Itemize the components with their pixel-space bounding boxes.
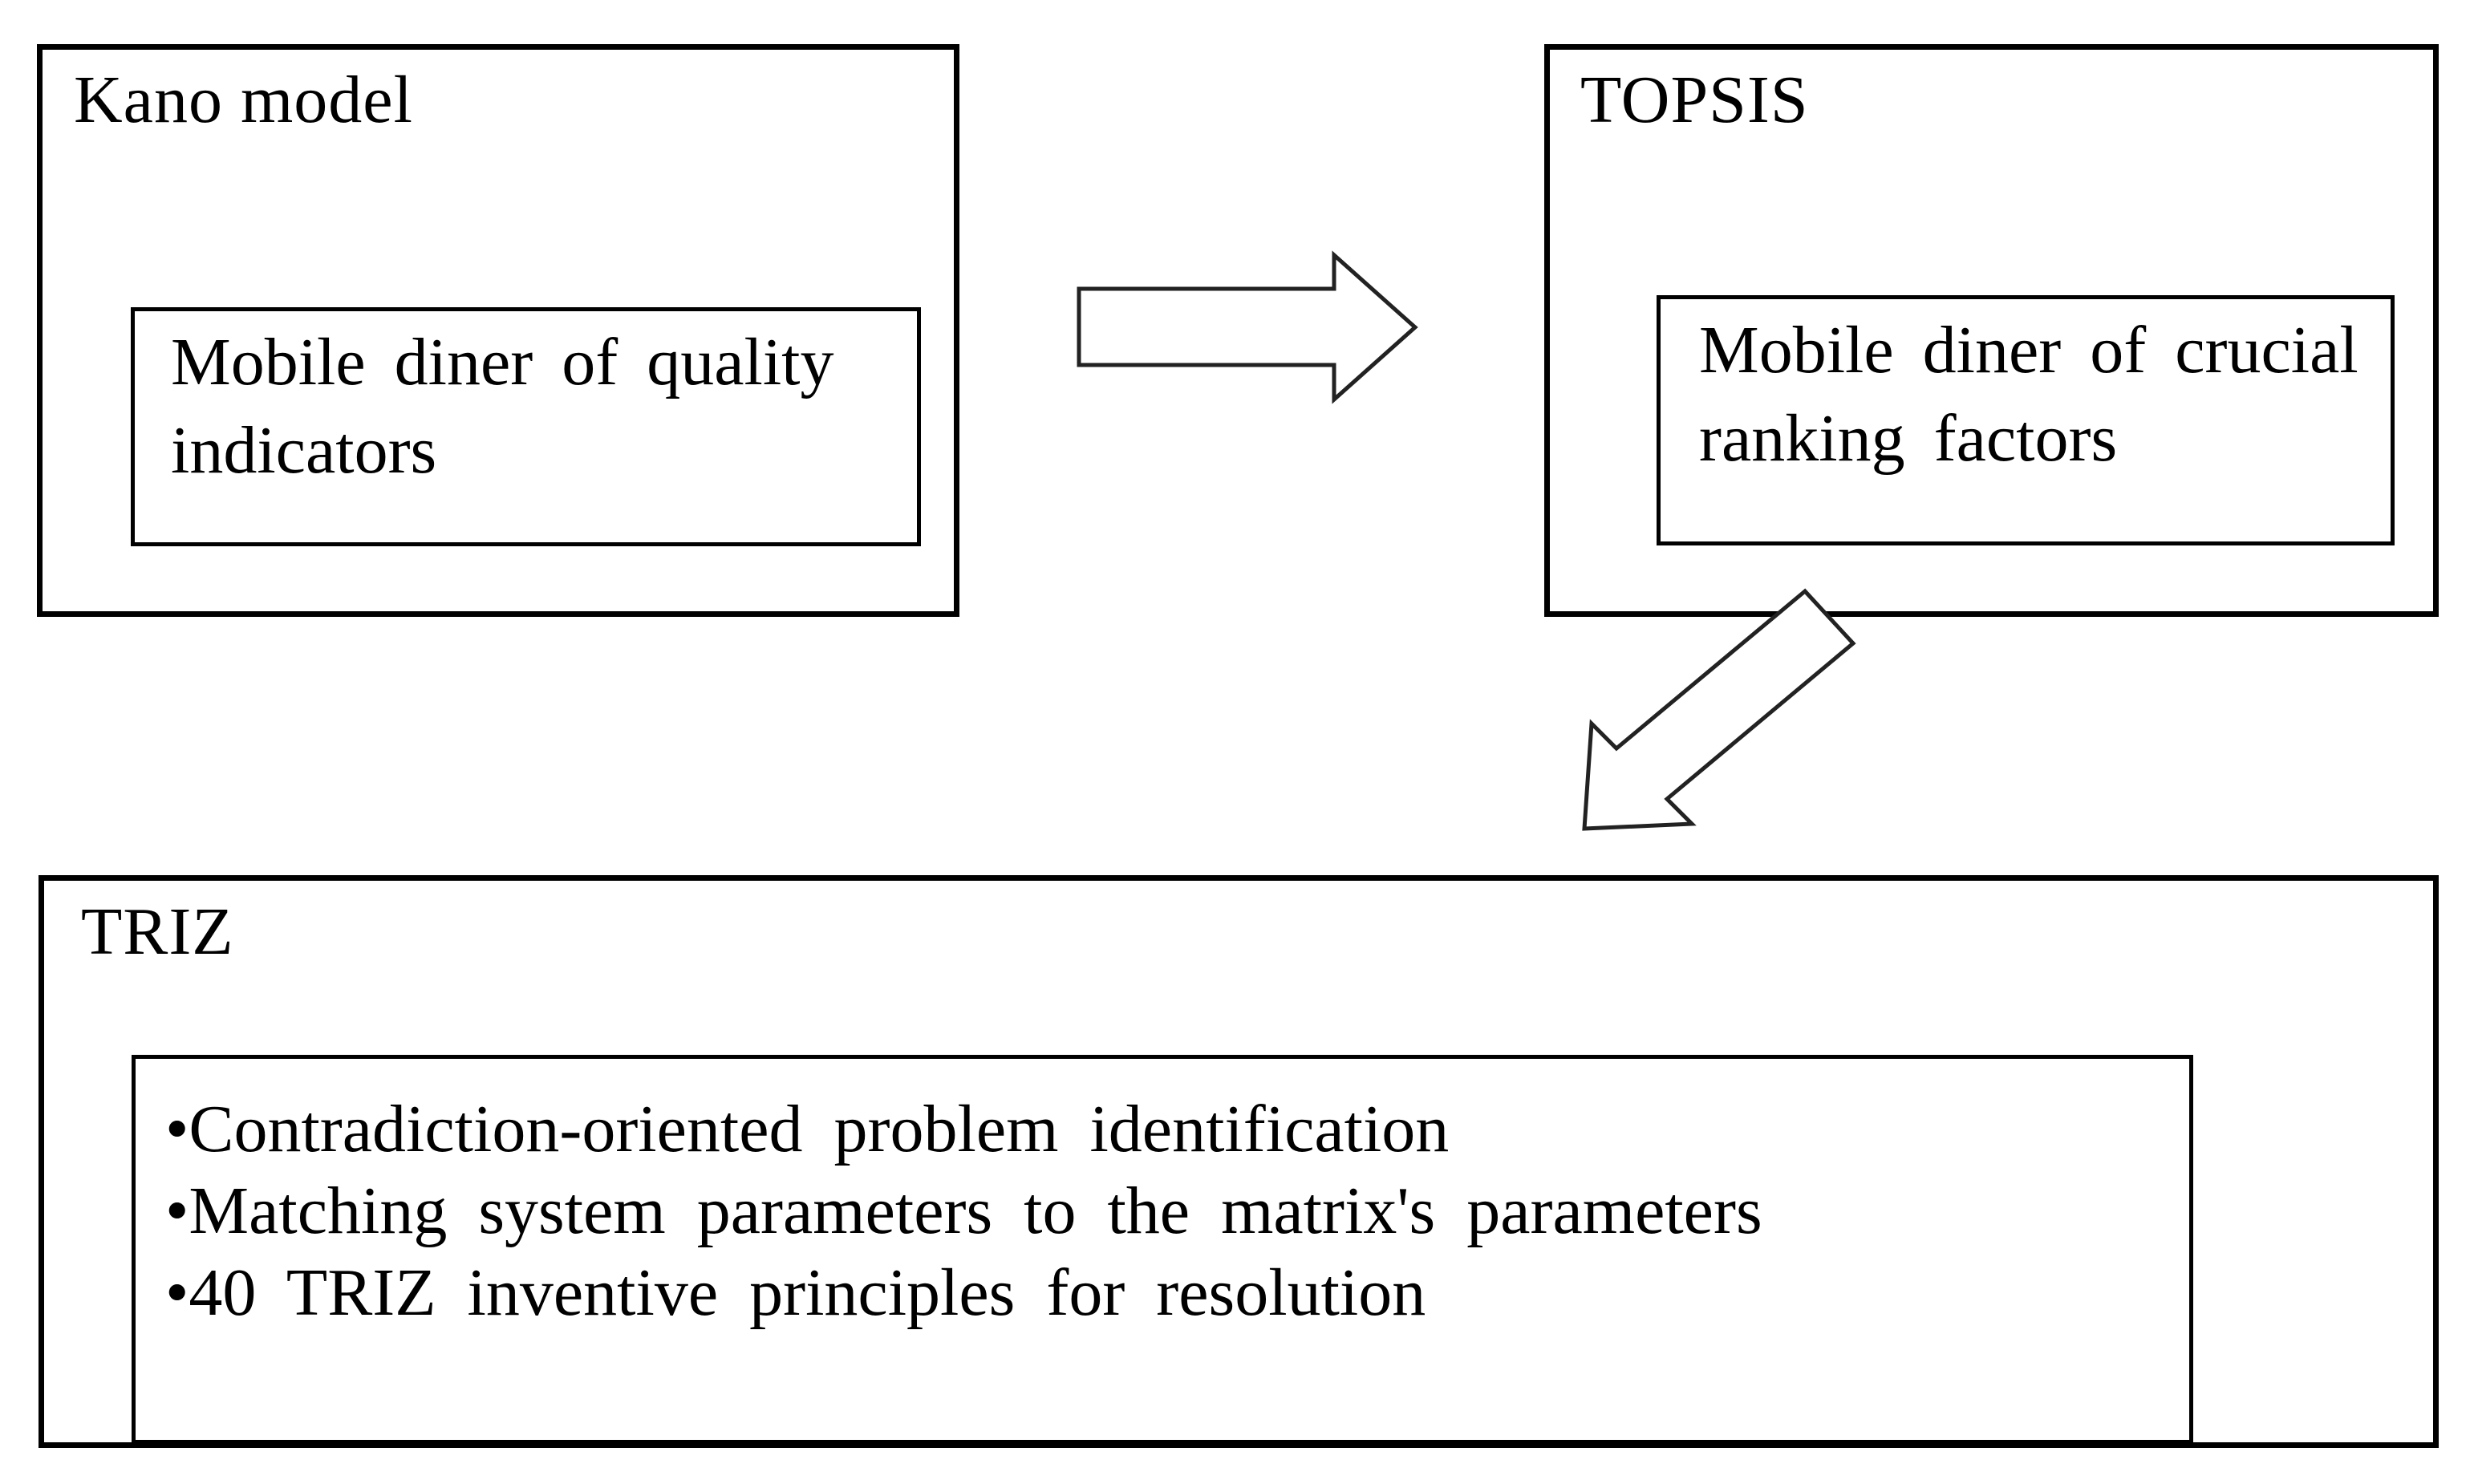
bullet-dot-icon: • <box>165 1092 189 1166</box>
topsis-inner-text-line1: Mobile diner of crucial <box>1699 313 2358 387</box>
triz-bullet-2: •Matching system parameters to the matri… <box>165 1170 1762 1252</box>
topsis-inner-text-line2: ranking factors <box>1699 401 2118 476</box>
kano-inner-text-line2: indicators <box>171 413 437 488</box>
bullet-dot-icon: • <box>165 1174 189 1248</box>
triz-bullet-3-text: 40 TRIZ inventive principles for resolut… <box>189 1255 1426 1330</box>
kano-inner-box <box>131 307 921 546</box>
triz-bullet-1-text: Contradiction-oriented problem identific… <box>189 1092 1450 1166</box>
triz-bullet-3: •40 TRIZ inventive principles for resolu… <box>165 1252 1762 1334</box>
triz-bullet-2-text: Matching system parameters to the matrix… <box>189 1174 1762 1248</box>
topsis-label: TOPSIS <box>1580 63 1809 137</box>
triz-label: TRIZ <box>81 894 234 969</box>
right-arrow-icon <box>1077 250 1418 404</box>
down-left-arrow-icon <box>1582 588 1856 831</box>
triz-bullet-1: •Contradiction-oriented problem identifi… <box>165 1089 1762 1170</box>
triz-bullet-list: •Contradiction-oriented problem identifi… <box>165 1089 1762 1334</box>
bullet-dot-icon: • <box>165 1255 189 1330</box>
kano-inner-text: Mobile diner of quality indicators <box>171 318 834 495</box>
kano-model-label: Kano model <box>74 63 413 137</box>
kano-inner-text-line1: Mobile diner of quality <box>171 325 834 399</box>
triz-inner-box <box>132 1055 2193 1444</box>
topsis-inner-box <box>1657 295 2395 545</box>
topsis-inner-text: Mobile diner of crucial ranking factors <box>1699 306 2358 483</box>
